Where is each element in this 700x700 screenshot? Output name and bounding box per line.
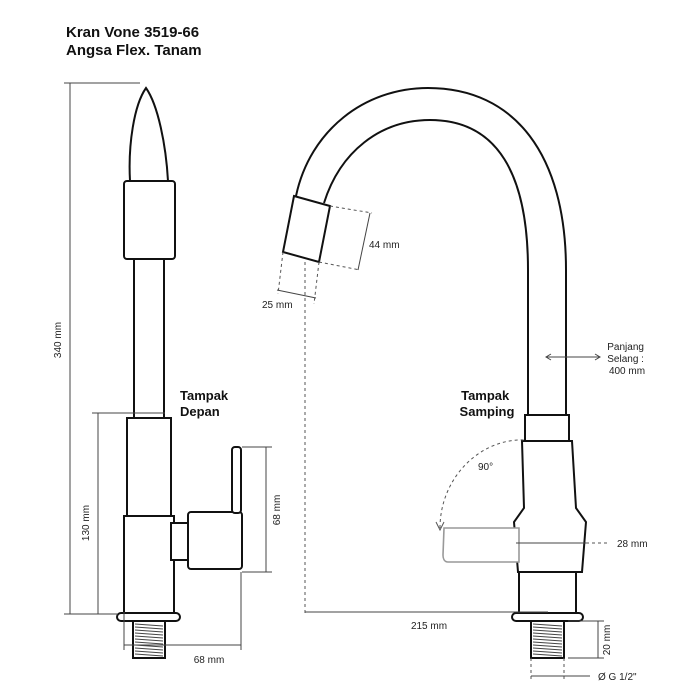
front-view [116, 86, 243, 659]
front-handle-lever [231, 446, 242, 514]
product-title: Kran Vone 3519-66 Angsa Flex. Tanam [66, 24, 202, 60]
dim-angle: 90° [478, 462, 493, 473]
front-base-flange [116, 612, 181, 622]
dim-thread-height: 20 mm [602, 625, 613, 656]
dim-total-height: 340 mm [53, 322, 64, 358]
side-handle-rotated [442, 527, 520, 563]
dim-handle-height: 68 mm [272, 495, 283, 526]
dim-thread: Ø G 1/2" [598, 672, 637, 683]
dim-spout-length: 44 mm [369, 240, 400, 251]
front-body-upper [126, 417, 172, 517]
dim-body-diameter: 28 mm [617, 539, 648, 550]
side-view: 90° [281, 86, 588, 659]
front-tube [133, 258, 165, 419]
side-base-flange [511, 612, 584, 622]
front-spout-collar [123, 180, 176, 260]
dim-spout-width: 25 mm [262, 300, 293, 311]
front-handle-block [187, 511, 243, 570]
side-spout-head [281, 194, 332, 264]
front-body-lower [123, 515, 175, 614]
dim-reach: 215 mm [411, 621, 447, 632]
side-view-label: Tampak Samping [460, 388, 515, 419]
front-view-label: Tampak Depan [180, 388, 232, 419]
title-line-2: Angsa Flex. Tanam [66, 42, 202, 59]
front-handle-connector [170, 522, 189, 561]
dim-base-width: 68 mm [194, 655, 225, 666]
side-dimensions: 44 mm 25 mm Panjang Selang : 400 mm 28 m… [262, 205, 648, 683]
side-body [512, 440, 588, 573]
side-body-top [524, 414, 570, 442]
front-spout-tip [128, 86, 170, 182]
side-rotation-arc [439, 439, 526, 529]
side-hose-inner [323, 118, 529, 415]
front-dimensions: 340 mm 130 mm 68 mm 68 mm Tampak Depan [53, 82, 283, 666]
side-hose-outer [295, 86, 567, 415]
side-body-lower [518, 571, 577, 615]
dim-hose-length: Panjang Selang : 400 mm [607, 342, 646, 377]
title-line-1: Kran Vone 3519-66 [66, 24, 200, 41]
dim-body-height: 130 mm [81, 505, 92, 541]
